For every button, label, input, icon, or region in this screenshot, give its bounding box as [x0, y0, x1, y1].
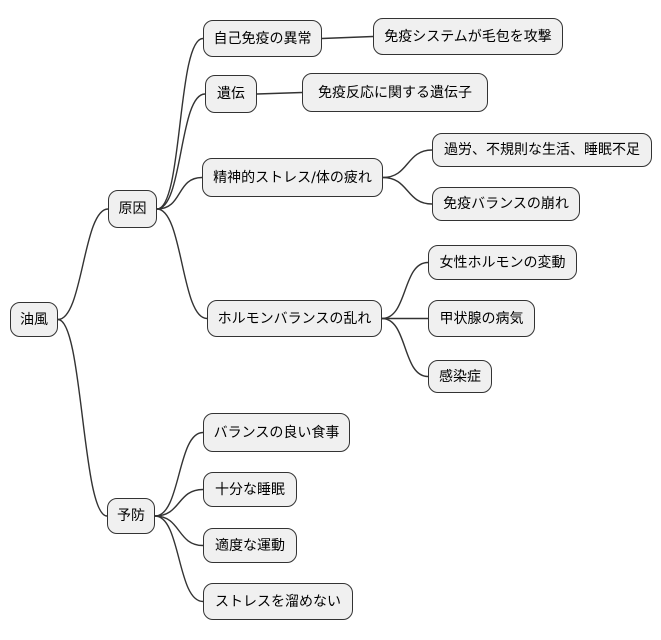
edge-root-prevention [57, 318, 108, 517]
node-infection: 感染症 [428, 360, 492, 393]
node-sufficient-sleep: 十分な睡眠 [203, 472, 297, 507]
node-hormone-imbalance: ホルモンバランスの乱れ [207, 300, 382, 337]
node-immune-response-genes: 免疫反応に関する遺伝子 [302, 73, 488, 112]
edge-prevention-diet [154, 431, 204, 517]
edge-stress-immune-balance [382, 176, 433, 205]
edge-stress-overwork [382, 149, 433, 179]
edge-causes-stress [156, 176, 203, 210]
edge-hormone-infection [381, 317, 429, 378]
node-autoimmune-abnormality: 自己免疫の異常 [203, 20, 322, 57]
node-immune-attacks-follicles: 免疫システムが毛包を攻撃 [373, 18, 563, 55]
edge-causes-autoimmune [156, 37, 204, 210]
node-genetics: 遺伝 [205, 75, 257, 113]
node-causes: 原因 [108, 190, 157, 228]
node-female-hormone-change: 女性ホルモンの変動 [428, 245, 577, 280]
node-balanced-diet: バランスの良い食事 [203, 413, 350, 452]
edge-genetics-genes [256, 91, 303, 95]
node-immune-balance-collapse: 免疫バランスの崩れ [432, 187, 580, 221]
edge-causes-hormone [156, 208, 208, 320]
node-overwork-irregular-life: 過労、不規則な生活、睡眠不足 [432, 133, 652, 167]
edge-hormone-female [381, 261, 429, 320]
node-moderate-exercise: 適度な運動 [203, 528, 297, 563]
node-prevention: 予防 [107, 498, 155, 534]
node-avoid-stress: ストレスを溜めない [203, 583, 353, 620]
edge-prevention-exercise [154, 515, 204, 547]
node-stress-fatigue: 精神的ストレス/体の疲れ [202, 158, 383, 197]
edge-causes-genetics [156, 93, 206, 210]
edge-root-causes [57, 208, 109, 321]
edge-autoimmune-attack [321, 35, 374, 40]
node-root: 油風 [10, 302, 58, 337]
edge-prevention-stress [154, 515, 204, 603]
edge-prevention-sleep [154, 488, 204, 517]
node-thyroid-disease: 甲状腺の病気 [428, 300, 535, 337]
